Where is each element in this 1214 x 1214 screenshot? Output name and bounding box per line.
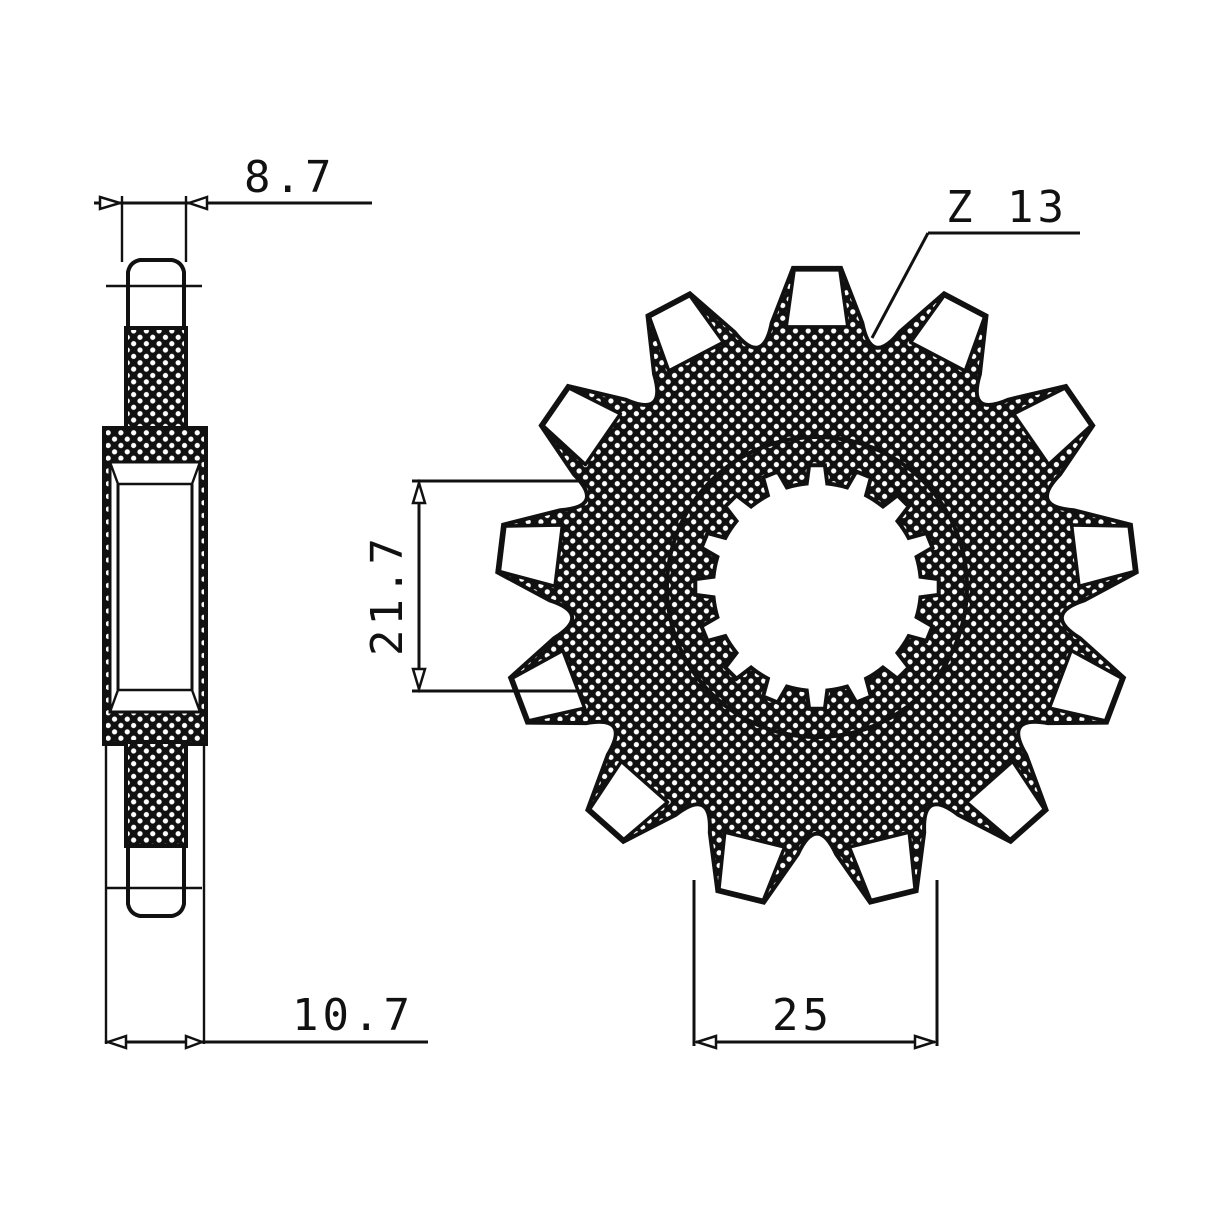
dimension-label-25: 25	[772, 990, 833, 1041]
tooth-tip	[964, 759, 1047, 842]
tooth-tip	[1011, 386, 1093, 467]
front-view: Z 13 21.7 25	[362, 182, 1139, 1050]
dimension-label-10-7: 10.7	[292, 990, 414, 1041]
side-bore-bottom-chamfer	[108, 688, 202, 714]
tooth-tip	[908, 293, 987, 373]
teeth-count-callout: Z 13	[870, 182, 1080, 339]
dimension-label-8-7: 8.7	[244, 152, 335, 203]
tooth-tips	[497, 268, 1137, 903]
dimension-tooth-width: 8.7	[94, 152, 372, 211]
tooth-tip	[647, 293, 726, 373]
dimension-bolt-span: 25	[692, 880, 939, 1050]
dimension-inner-bore: 21.7	[362, 478, 590, 694]
hub-ring	[665, 435, 969, 739]
side-hub-bore	[108, 460, 202, 714]
dimension-label-21-7: 21.7	[362, 534, 413, 656]
tooth-tip	[717, 830, 787, 903]
side-top-tooth-body	[124, 326, 188, 434]
spline-bore	[693, 463, 941, 711]
side-view: 8.7 10.7	[94, 152, 428, 1050]
tooth-tip	[847, 830, 917, 903]
dimension-hub-width: 10.7	[104, 990, 428, 1050]
tooth-tip	[587, 759, 670, 842]
tooth-tip	[1069, 523, 1137, 589]
tooth-tip	[1047, 648, 1124, 723]
side-top-tooth-tip	[126, 258, 186, 332]
tooth-tip	[497, 523, 565, 589]
tooth-tip	[784, 268, 850, 329]
tooth-tip	[541, 386, 623, 467]
side-bottom-tooth-tip	[126, 844, 186, 918]
teeth-count-label: Z 13	[946, 182, 1068, 233]
side-bottom-tooth-body	[124, 740, 188, 848]
